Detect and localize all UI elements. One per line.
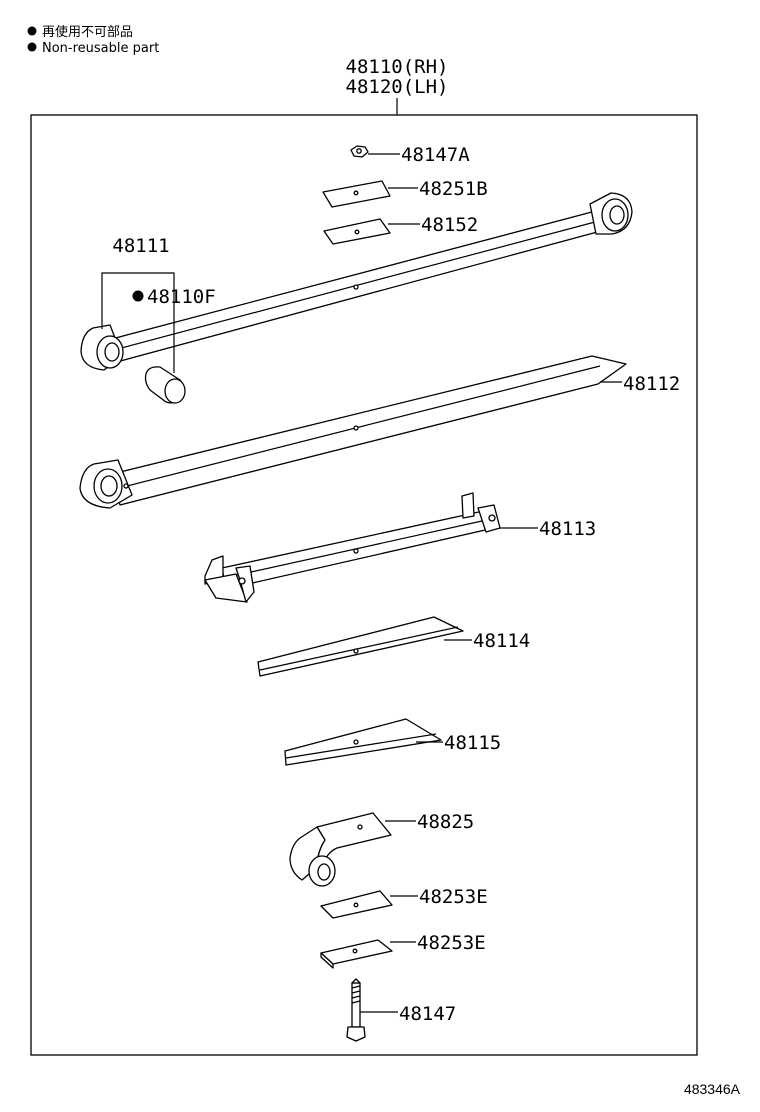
legend: 再使用不可部品 Non-reusable part	[27, 24, 159, 56]
main-leaf-48111	[80, 192, 633, 371]
label-48147: 48147	[399, 1003, 456, 1025]
label-48147A: 48147A	[401, 144, 470, 166]
leaf-48114	[257, 616, 464, 677]
reference-code: 483346A	[684, 1081, 741, 1097]
label-48825: 48825	[417, 811, 474, 833]
legend-bullet-icon	[27, 42, 37, 52]
bushing-48110F	[144, 366, 186, 404]
bolt-48147	[346, 978, 366, 1042]
label-48114: 48114	[473, 630, 530, 652]
plate-48152	[323, 218, 391, 245]
label-48251B: 48251B	[419, 178, 488, 200]
label-48110F: 48110F	[147, 286, 216, 308]
leaf-48113	[204, 492, 501, 603]
pad-48253E-upper	[320, 890, 393, 919]
label-48113: 48113	[539, 518, 596, 540]
assembly-number-rh: 48110(RH)	[346, 56, 449, 78]
assembly-frame	[30, 114, 698, 1056]
leaf-48112	[79, 355, 627, 509]
label-48115: 48115	[444, 732, 501, 754]
label-48253E-upper: 48253E	[419, 886, 488, 908]
leaf-48115	[284, 718, 442, 766]
label-48253E-lower: 48253E	[417, 932, 486, 954]
legend-bullet-icon	[27, 26, 37, 36]
nut-48147A	[350, 145, 369, 158]
label-48152: 48152	[421, 214, 478, 236]
assembly-number-lh: 48120(LH)	[346, 76, 449, 98]
bracket-48825	[289, 812, 392, 887]
legend-text-japanese: 再使用不可部品	[42, 24, 133, 40]
pad-48253E-lower	[320, 939, 393, 969]
leader-48111	[101, 272, 175, 373]
label-48112: 48112	[623, 373, 680, 395]
plate-48251B	[322, 180, 391, 208]
label-48111: 48111	[112, 235, 169, 257]
legend-text-english: Non-reusable part	[42, 41, 159, 56]
non-reusable-bullet-icon	[132, 290, 144, 302]
